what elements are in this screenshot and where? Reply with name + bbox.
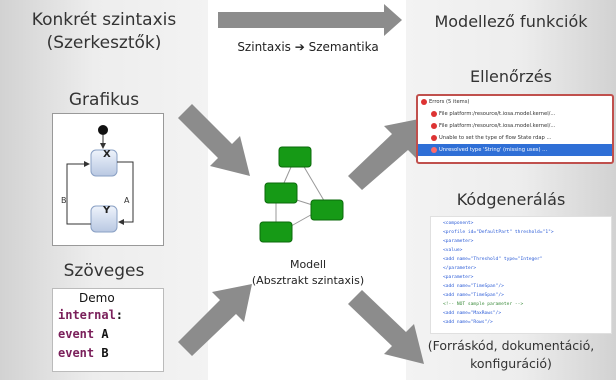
colon: :	[115, 308, 124, 322]
editors-subtitle: (Szerkesztők)	[46, 33, 162, 53]
code-line: <add name="Rows"/>	[443, 320, 493, 325]
code-generation-label: Kódgenerálás	[456, 190, 566, 209]
event-b-name: B	[101, 346, 109, 360]
error-icon	[431, 110, 437, 117]
error-list-row[interactable]: Errors (5 items)	[418, 96, 612, 108]
transition-a-label: A	[124, 196, 130, 205]
textual-label: Szöveges	[63, 261, 145, 281]
code-line: <add name="MaxRows"/>	[443, 311, 502, 316]
event-a-name: A	[101, 327, 109, 341]
graphical-label: Grafikus	[68, 90, 140, 110]
code-line: <component>	[443, 221, 474, 226]
code-line: <add name="TimeSpan"/>	[443, 284, 504, 289]
error-icon	[431, 122, 437, 129]
textual-editor-preview: Demo internal: event A event B	[52, 288, 164, 372]
code-line: <add name="Threshold" type="Integer"	[443, 257, 543, 262]
error-list-row[interactable]: File platform:/resource/t.iosa.model.ker…	[418, 120, 612, 132]
output-label-line1: (Forráskód, dokumentáció,	[427, 338, 595, 353]
keyword-event: event	[58, 327, 95, 341]
state-x-label: X	[103, 149, 111, 160]
model-node	[278, 146, 312, 168]
error-icon	[421, 98, 427, 105]
state-x	[90, 149, 118, 177]
code-line: <parameter>	[443, 239, 474, 244]
statechart-diagram	[66, 125, 134, 233]
error-list-row[interactable]: Unable to set the type of flow State rda…	[418, 132, 612, 144]
graphical-editor-preview	[52, 113, 164, 246]
syntax-to-semantics-arrow	[218, 4, 402, 36]
state-y-label: Y	[103, 205, 111, 216]
error-icon	[431, 134, 437, 141]
code-line: </parameter>	[443, 266, 477, 271]
modeling-functions-title: Modellező funkciók	[434, 12, 588, 31]
model-to-validation-arrow	[348, 118, 424, 190]
abstract-model-graph	[259, 146, 344, 243]
code-line: <parameter>	[443, 275, 474, 280]
code-line: <add name="TimeSpan"/>	[443, 293, 504, 298]
model-node	[264, 182, 298, 204]
text-event-b-line: event B	[58, 346, 109, 360]
output-label-line2: konfiguráció)	[470, 356, 552, 371]
validation-label: Ellenőrzés	[470, 67, 552, 86]
textual-to-model-arrow	[178, 284, 252, 356]
keyword-event: event	[58, 346, 95, 360]
transition-b-label: B	[61, 196, 67, 205]
code-line: <value>	[443, 248, 463, 253]
abstract-syntax-label: (Absztrakt szintaxis)	[251, 274, 365, 287]
code-line: <profile id="DefaultPart" threshold="1">	[443, 230, 554, 235]
syntax-semantics-label: Szintaxis ➔ Szemantika	[237, 40, 379, 54]
keyword-internal: internal	[58, 308, 116, 322]
text-event-a-line: event A	[58, 327, 109, 341]
initial-state-icon	[98, 125, 108, 135]
error-list-panel: Errors (5 items) File platform:/resource…	[416, 94, 614, 164]
model-node	[310, 199, 344, 221]
model-node	[259, 221, 293, 243]
text-demo: Demo	[79, 291, 115, 305]
concrete-syntax-title: Konkrét szintaxis	[31, 10, 177, 30]
error-list-row-selected[interactable]: Unresolved type 'String' (missing uses) …	[418, 144, 612, 156]
code-line: <!-- NOT sample parameter -->	[443, 302, 524, 307]
graphical-to-model-arrow	[178, 104, 250, 176]
generated-code-preview: <component> <profile id="DefaultPart" th…	[430, 216, 612, 334]
text-internal-line: internal:	[58, 308, 123, 322]
state-y	[90, 205, 118, 233]
error-icon	[431, 146, 437, 153]
error-list-row[interactable]: File platform:/resource/t.iosa.model.ker…	[418, 108, 612, 120]
model-label: Modell	[289, 258, 327, 271]
model-to-output-arrow	[348, 290, 424, 364]
